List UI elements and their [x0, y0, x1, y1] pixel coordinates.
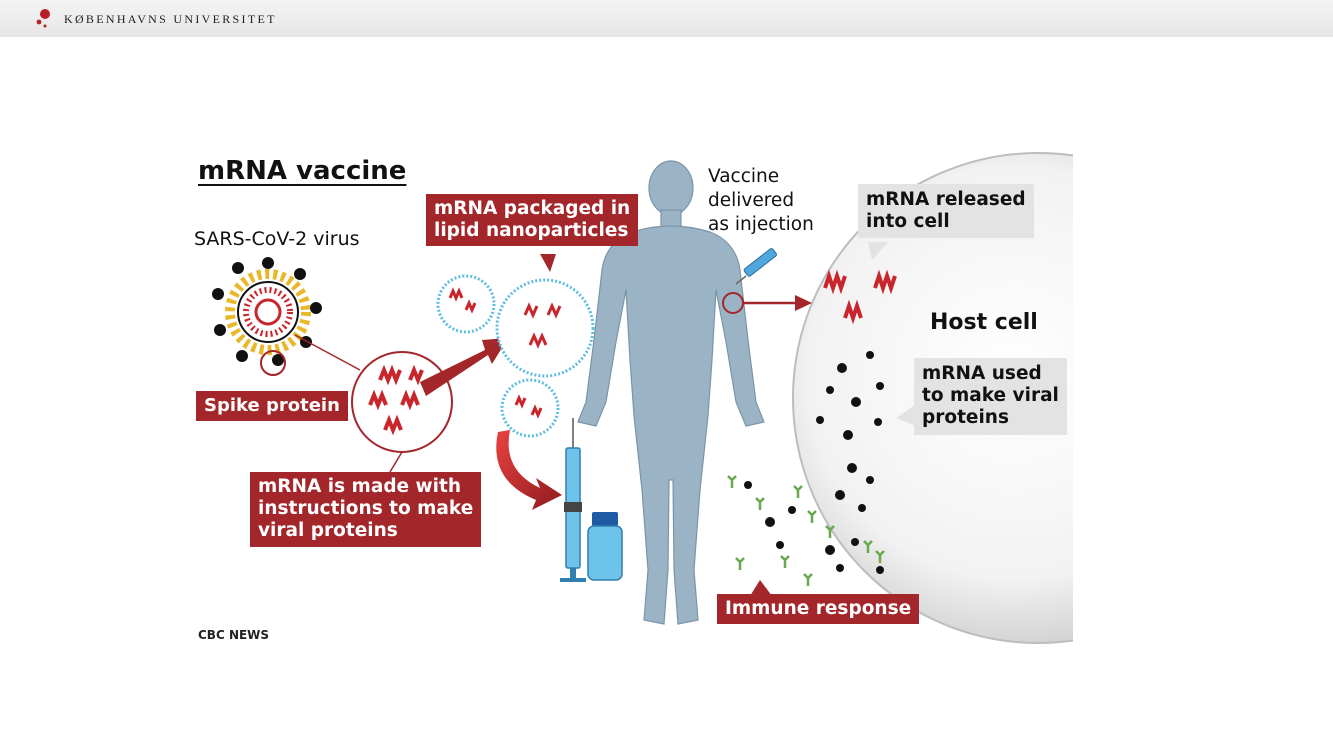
mrna-packaged-label: mRNA packaged in lipid nanoparticles — [426, 194, 639, 247]
vial-icon — [587, 512, 623, 581]
mrna-made-label: mRNA is made with instructions to make v… — [250, 472, 482, 547]
university-name: KØBENHAVNS UNIVERSITET — [64, 12, 277, 26]
source-credit: CBC NEWS — [198, 628, 270, 642]
syringe-icon — [560, 418, 586, 582]
mrna-used-label: mRNA used to make viral proteins — [914, 358, 1067, 435]
ku-seal-icon — [36, 9, 50, 28]
mrna-used-line: to make viral — [922, 385, 1059, 407]
diagram-panel: mRNA vaccine SARS-CoV-2 virus Spike prot… — [180, 150, 1073, 650]
mrna-packaged-line: mRNA packaged in — [434, 198, 631, 219]
small-syringe-icon — [735, 248, 777, 285]
diagram-title: mRNA vaccine — [198, 156, 407, 186]
cell-mrna-strands — [823, 269, 897, 325]
mrna-circle — [351, 351, 453, 473]
injection-arrow — [722, 292, 812, 314]
curved-arrow — [496, 430, 562, 510]
callout-tail-used — [896, 404, 916, 426]
vaccine-delivered-label: Vaccine delivered as injection — [708, 165, 814, 237]
nanoparticle-mrna — [448, 287, 562, 419]
mrna-made-line: mRNA is made with — [258, 476, 461, 497]
top-bar: KØBENHAVNS UNIVERSITET — [0, 0, 1333, 37]
vaccine-delivered-line: delivered — [708, 190, 795, 212]
antibodies — [727, 475, 885, 586]
vaccine-delivered-line: Vaccine — [708, 166, 780, 187]
callout-tail-immune — [750, 580, 772, 596]
viral-proteins — [744, 351, 884, 574]
mrna-packaged-line: lipid nanoparticles — [434, 220, 629, 242]
mrna-released-line: into cell — [866, 211, 950, 233]
packaging-arrow — [420, 338, 508, 396]
mrna-released-label: mRNA released into cell — [858, 184, 1034, 239]
human-body-figure — [577, 160, 765, 625]
mrna-used-line: proteins — [922, 407, 1009, 429]
mrna-made-line: instructions to make — [258, 498, 474, 520]
virus-label: SARS-CoV-2 virus — [194, 228, 360, 250]
spike-protein-label: Spike protein — [196, 391, 348, 421]
immune-response-label: Immune response — [717, 594, 920, 625]
callout-tail-packaged — [540, 254, 556, 272]
mrna-used-line: mRNA used — [922, 363, 1042, 384]
callout-tail-released — [868, 242, 888, 260]
mrna-made-line: viral proteins — [258, 520, 398, 542]
mrna-released-line: mRNA released — [866, 189, 1026, 210]
virus-icon — [212, 257, 361, 376]
vaccine-delivered-line: as injection — [708, 214, 814, 236]
host-cell-label: Host cell — [930, 310, 1038, 335]
lipid-nanoparticles — [436, 274, 595, 438]
